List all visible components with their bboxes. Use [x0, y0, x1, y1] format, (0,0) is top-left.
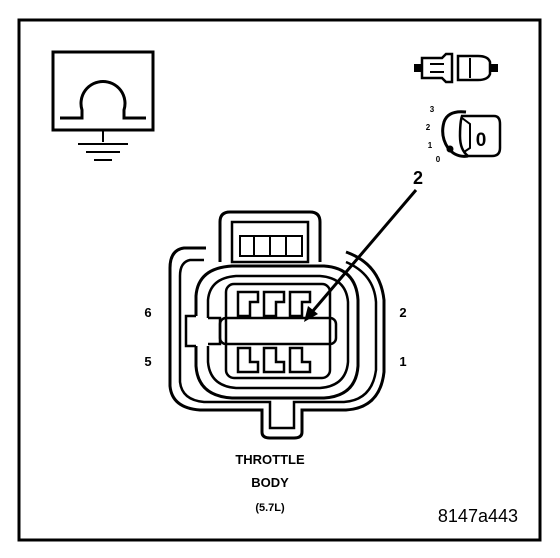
ohmmeter-ground-icon	[51, 50, 155, 161]
ignition-position-2: 2	[426, 123, 431, 132]
pin-callout-arrow	[304, 189, 418, 322]
pin-label-6: 6	[144, 305, 151, 320]
ignition-key-off-icon: 0 3 2 1 0	[426, 105, 502, 164]
ignition-position-1: 1	[428, 141, 433, 150]
ignition-position-3: 3	[430, 105, 435, 114]
throttle-body-connector	[168, 210, 386, 440]
key-position-label: 0	[476, 130, 487, 151]
figure-id: 8147a443	[438, 506, 518, 526]
pin-label-5: 5	[144, 354, 151, 369]
ignition-position-0: 0	[436, 155, 441, 164]
callout-pin-number: 2	[413, 168, 423, 188]
pin-label-2: 2	[399, 305, 406, 320]
connector-disconnected-icon	[414, 52, 498, 84]
caption-line-2: BODY	[251, 475, 289, 490]
caption-line-3: (5.7L)	[255, 502, 285, 514]
pin-label-1: 1	[399, 354, 406, 369]
diagram-frame	[17, 18, 542, 542]
caption-line-1: THROTTLE	[235, 452, 305, 467]
